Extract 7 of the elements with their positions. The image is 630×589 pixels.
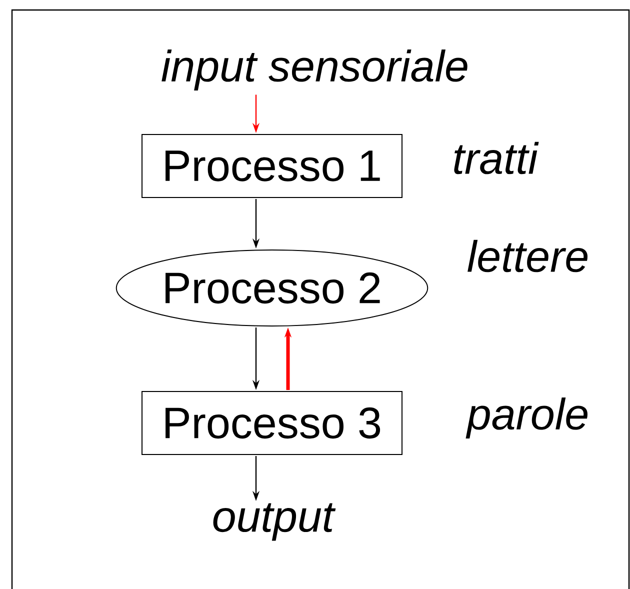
italic-label: lettere <box>468 240 588 272</box>
process-box: Processo 3 <box>142 391 402 455</box>
italic-label: parole <box>466 397 588 438</box>
italic-label: tratti <box>454 142 539 174</box>
italic-text: output <box>213 503 336 541</box>
process-box: Processo 1 <box>142 134 402 198</box>
italic-text: input sensoriale <box>162 50 468 90</box>
